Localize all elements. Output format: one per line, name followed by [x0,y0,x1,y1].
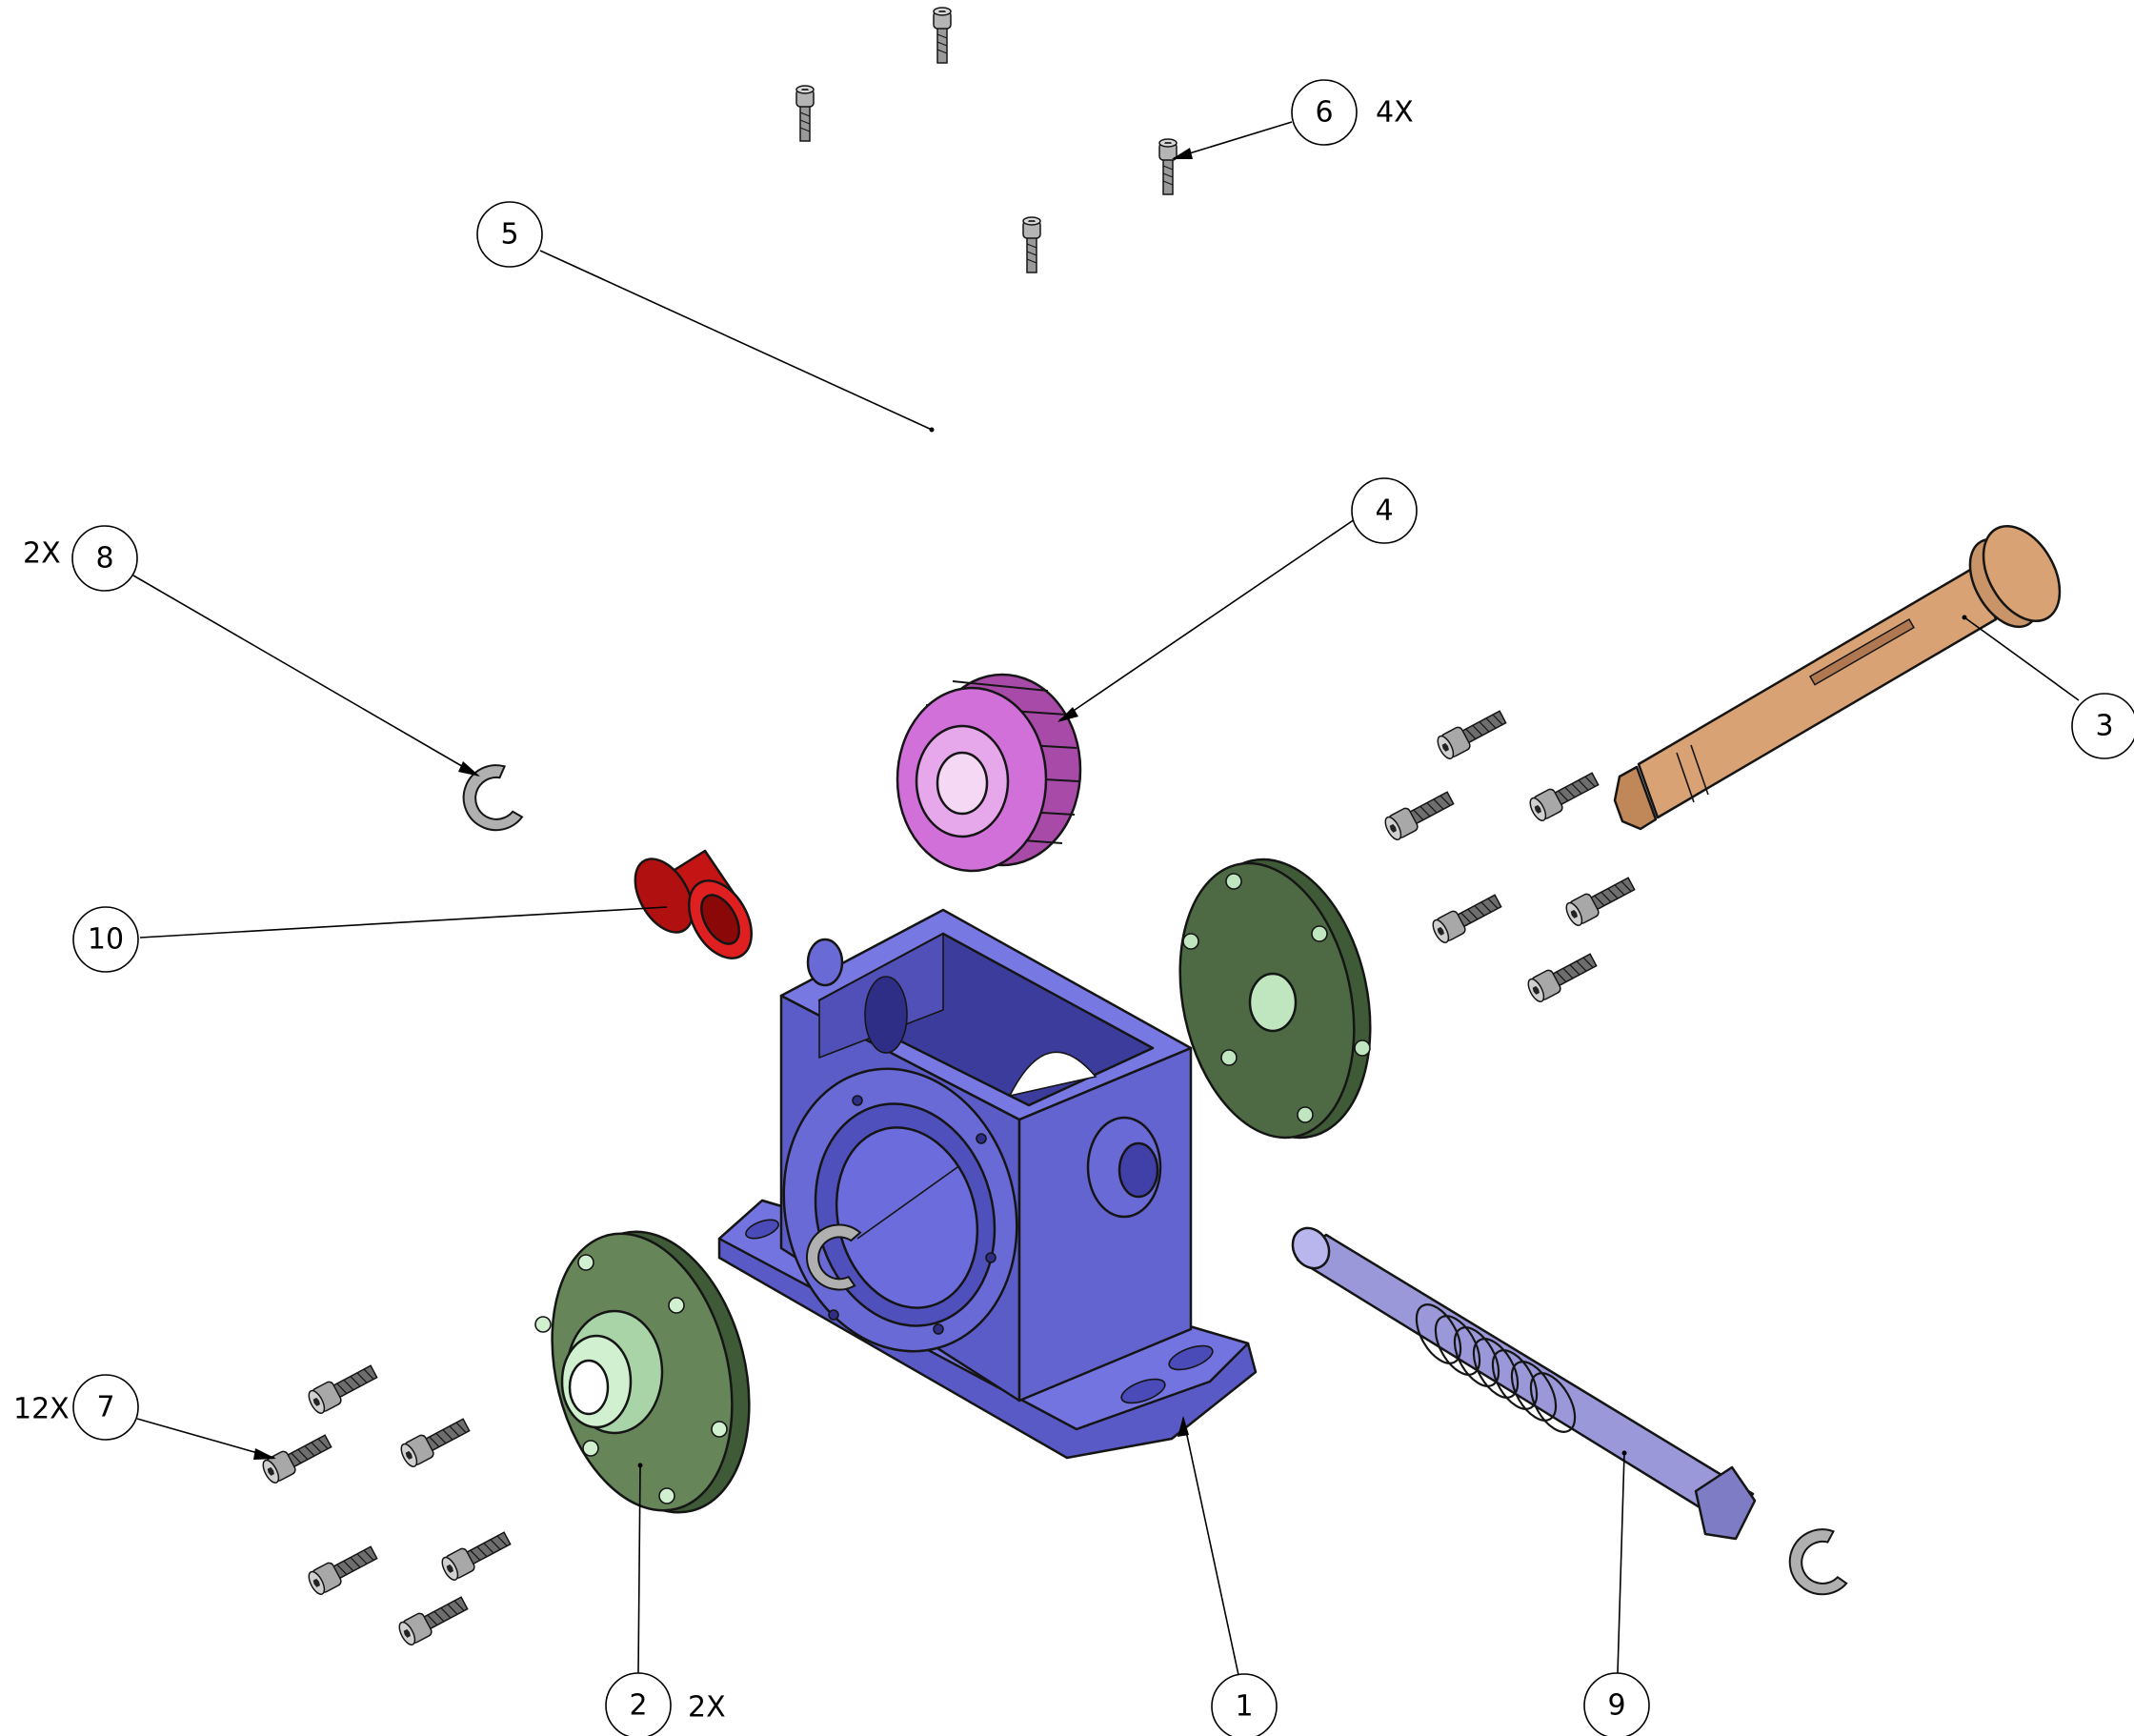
leader-lines [132,121,2080,1676]
balloon-2-quantity: 2X [688,1691,726,1725]
balloon-8-quantity: 2X [23,537,61,571]
output-shaft [1613,524,2062,831]
socket-screw [1381,786,1458,843]
leader-2 [637,1464,641,1674]
arrow-8 [458,761,480,777]
leader-7 [136,1418,275,1459]
balloon-3: 3 [2071,693,2134,759]
socket-screw [397,1413,473,1470]
balloon-3-number: 3 [2095,710,2113,743]
socket-screw [305,1360,381,1417]
balloon-6-number: 6 [1315,96,1333,130]
balloon-4-number: 4 [1375,495,1393,528]
cap-screw [933,7,952,64]
balloon-10: 10 [72,906,139,973]
balloon-2: 2 2X [605,1672,726,1736]
leader-10 [139,906,668,939]
cap-screw [1158,138,1178,195]
bushing [634,849,753,959]
leader-1 [1182,1417,1239,1676]
gearbox-housing [717,908,1258,1460]
leader-4 [1058,518,1356,721]
balloon-9-number: 9 [1607,1689,1625,1723]
cap-screw [1022,216,1041,273]
leader-9 [1617,1452,1625,1674]
cap-screw-group [795,7,1178,273]
balloon-4: 4 [1351,477,1418,544]
socket-screw-group-right [1381,705,1639,1005]
balloon-6-quantity: 4X [1376,96,1414,130]
leader-6 [1173,121,1293,159]
balloon-8: 8 2X [23,525,138,592]
socket-screw [1524,948,1600,1005]
end-cap-left [534,1230,751,1514]
socket-screw [395,1591,472,1648]
leader-8 [132,575,479,777]
retaining-ring [1783,1525,1849,1601]
arrow-4 [1057,707,1078,722]
socket-screw [1526,767,1602,824]
balloon-5: 5 [476,201,543,268]
balloon-5-number: 5 [500,218,518,252]
end-cap-right [1178,858,1372,1140]
balloon-6: 6 4X [1291,79,1414,146]
balloon-10-number: 10 [88,923,124,957]
worm-shaft [1291,1226,1757,1541]
arrow-7 [253,1448,276,1460]
socket-screw [438,1526,514,1584]
arrow-1 [1178,1416,1189,1437]
balloon-7-number: 7 [96,1391,114,1424]
spur-gear [896,673,1082,873]
balloon-8-number: 8 [95,542,113,575]
socket-screw [1434,705,1510,762]
balloon-7: 7 12X [13,1374,139,1441]
socket-screw [1429,889,1505,946]
balloon-9: 9 [1583,1672,1650,1736]
socket-screw [1562,872,1639,929]
socket-screw [305,1541,381,1598]
balloon-1: 1 [1211,1673,1278,1736]
balloon-7-quantity: 12X [13,1393,70,1426]
leader-3 [1963,616,2080,701]
socket-screw-group-left [259,1360,514,1648]
arrow-6 [1172,148,1193,159]
balloon-1-number: 1 [1235,1690,1253,1724]
balloon-2-number: 2 [629,1689,647,1723]
leader-5 [539,250,933,431]
cap-screw [795,85,815,142]
